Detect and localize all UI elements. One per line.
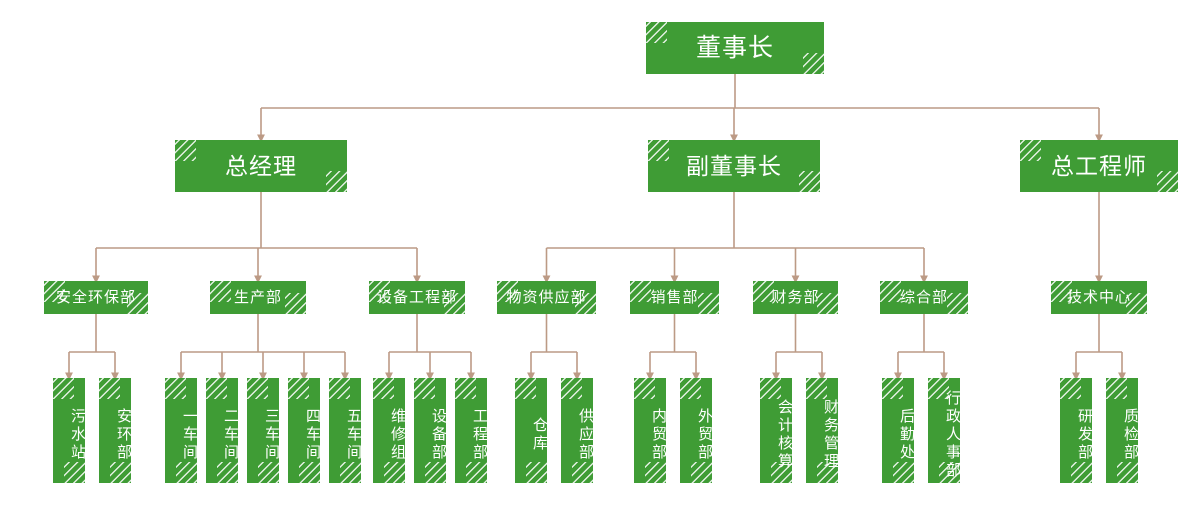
org-node-n21[interactable]: 工程部 bbox=[455, 378, 487, 483]
org-node-n15[interactable]: 二车间 bbox=[206, 378, 238, 483]
org-node-n23[interactable]: 供应部 bbox=[561, 378, 593, 483]
org-node-label: 五车间 bbox=[345, 407, 361, 462]
org-node-label: 污水站 bbox=[69, 407, 85, 462]
org-node-label: 行政人事部 bbox=[944, 389, 960, 480]
org-node-label: 总工程师 bbox=[1051, 152, 1147, 179]
org-node-n5[interactable]: 生产部 bbox=[210, 281, 306, 314]
org-node-n12[interactable]: 污水站 bbox=[53, 378, 85, 483]
org-node-label: 销售部 bbox=[650, 288, 699, 306]
org-node-n16[interactable]: 三车间 bbox=[247, 378, 279, 483]
org-node-label: 四车间 bbox=[304, 407, 320, 462]
org-node-label: 董事长 bbox=[695, 33, 774, 62]
org-node-n4[interactable]: 安全环保部 bbox=[44, 281, 148, 314]
org-node-label: 研发部 bbox=[1076, 407, 1092, 462]
org-node-label: 总经理 bbox=[225, 152, 297, 179]
org-node-label: 供应部 bbox=[577, 407, 593, 462]
org-node-n13[interactable]: 安环部 bbox=[99, 378, 131, 483]
org-node-label: 设备部 bbox=[430, 407, 446, 462]
org-node-label: 综合部 bbox=[899, 288, 948, 306]
org-node-label: 外贸部 bbox=[696, 407, 712, 462]
org-node-n24[interactable]: 内贸部 bbox=[634, 378, 666, 483]
org-node-label: 质检部 bbox=[1122, 407, 1138, 462]
org-node-label: 会计核算 bbox=[776, 398, 792, 471]
org-node-n6[interactable]: 设备工程部 bbox=[369, 281, 465, 314]
org-node-n20[interactable]: 设备部 bbox=[414, 378, 446, 483]
org-node-n30[interactable]: 研发部 bbox=[1060, 378, 1092, 483]
org-node-label: 后勤处 bbox=[898, 407, 914, 462]
org-node-n27[interactable]: 财务管理 bbox=[806, 378, 838, 483]
org-node-n9[interactable]: 财务部 bbox=[753, 281, 838, 314]
org-node-label: 维修组 bbox=[389, 407, 405, 462]
org-node-n18[interactable]: 五车间 bbox=[329, 378, 361, 483]
org-node-n0[interactable]: 董事长 bbox=[646, 22, 824, 74]
org-node-n10[interactable]: 综合部 bbox=[880, 281, 968, 314]
org-node-n17[interactable]: 四车间 bbox=[288, 378, 320, 483]
org-node-n11[interactable]: 技术中心 bbox=[1051, 281, 1147, 314]
org-node-n22[interactable]: 仓库 bbox=[515, 378, 547, 483]
org-node-label: 二车间 bbox=[222, 407, 238, 462]
org-node-n31[interactable]: 质检部 bbox=[1106, 378, 1138, 483]
org-node-label: 生产部 bbox=[233, 288, 282, 306]
org-node-n28[interactable]: 后勤处 bbox=[882, 378, 914, 483]
org-node-label: 工程部 bbox=[471, 407, 487, 462]
org-node-label: 一车间 bbox=[181, 407, 197, 462]
org-node-label: 物资供应部 bbox=[506, 288, 587, 306]
org-node-label: 三车间 bbox=[263, 407, 279, 462]
org-node-n29[interactable]: 行政人事部 bbox=[928, 378, 960, 483]
org-node-n7[interactable]: 物资供应部 bbox=[497, 281, 596, 314]
org-node-n14[interactable]: 一车间 bbox=[165, 378, 197, 483]
org-node-label: 安环部 bbox=[115, 407, 131, 462]
org-node-label: 安全环保部 bbox=[55, 288, 136, 306]
org-node-n1[interactable]: 总经理 bbox=[175, 140, 347, 192]
org-node-label: 财务管理 bbox=[822, 398, 838, 471]
org-node-label: 财务部 bbox=[771, 288, 820, 306]
org-node-n8[interactable]: 销售部 bbox=[630, 281, 719, 314]
org-node-n25[interactable]: 外贸部 bbox=[680, 378, 712, 483]
org-node-n2[interactable]: 副董事长 bbox=[648, 140, 820, 192]
org-node-label: 技术中心 bbox=[1066, 288, 1131, 306]
org-node-n3[interactable]: 总工程师 bbox=[1020, 140, 1178, 192]
org-node-label: 设备工程部 bbox=[376, 288, 457, 306]
org-node-label: 仓库 bbox=[531, 416, 547, 453]
org-node-label: 副董事长 bbox=[686, 152, 782, 179]
org-node-n26[interactable]: 会计核算 bbox=[760, 378, 792, 483]
org-node-n19[interactable]: 维修组 bbox=[373, 378, 405, 483]
org-node-label: 内贸部 bbox=[650, 407, 666, 462]
